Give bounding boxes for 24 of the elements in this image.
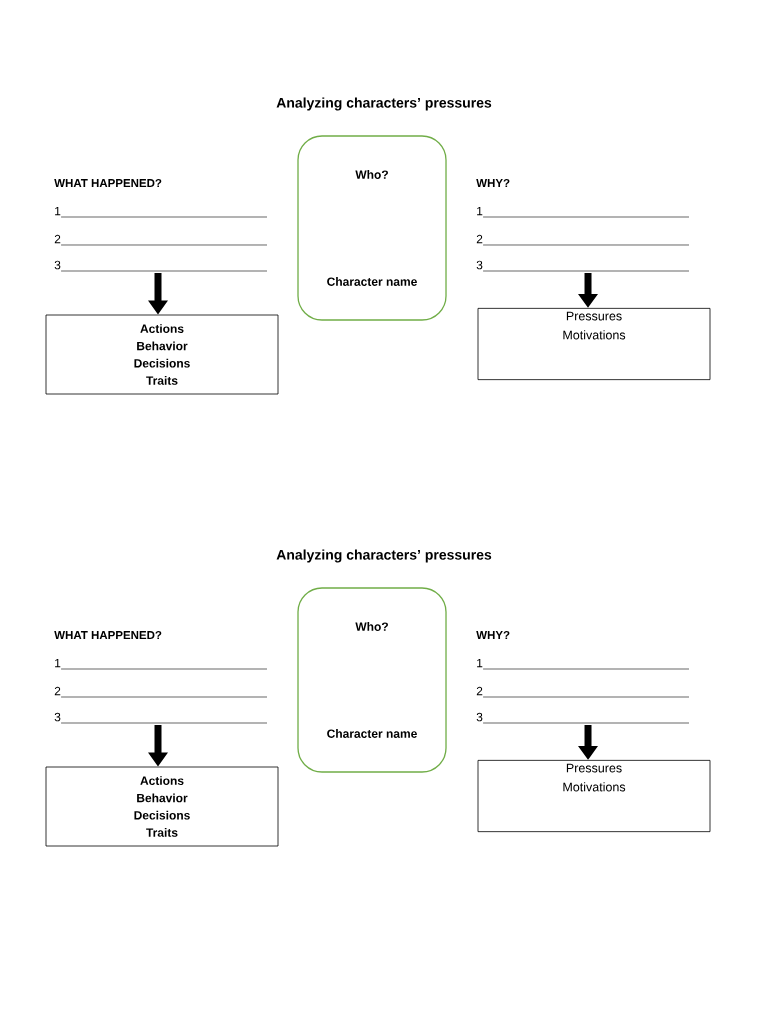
line-number: 2 [476,686,483,696]
text-box: Pressures Motivations [477,759,711,833]
section-heading: WHY? [476,631,510,639]
line-number: 3 [54,712,61,722]
line-number: 2 [476,234,483,244]
section-heading: WHAT HAPPENED? [54,631,162,639]
title: Analyzing characters’ pressures [276,549,492,563]
line-number: 3 [54,260,61,270]
text-box: Pressures Motivations [477,307,711,381]
section-heading: WHAT HAPPENED? [54,179,162,187]
text-box: Actions Behavior Decisions Traits [45,766,279,847]
line-number: 1 [55,206,61,216]
line-number: 2 [54,686,61,696]
line-number: 3 [476,712,483,722]
line-number: 1 [55,658,61,668]
section-heading: WHY? [476,179,510,187]
title: Analyzing characters’ pressures [276,97,492,111]
text-box: Actions Behavior Decisions Traits [45,314,279,395]
line-number: 1 [477,206,483,216]
character-card: Who? Character name [297,587,447,773]
line-number: 3 [476,260,483,270]
line-number: 1 [477,658,483,668]
character-card: Who? Character name [297,135,447,321]
line-number: 2 [54,234,61,244]
